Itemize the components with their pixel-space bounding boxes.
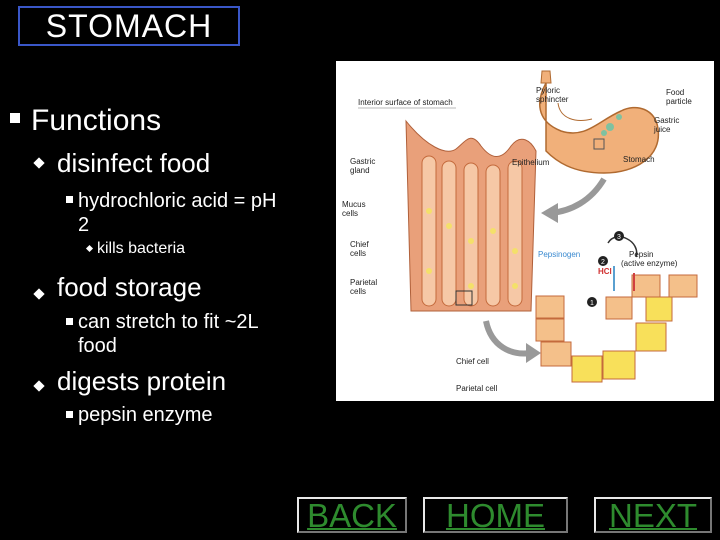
esophagus bbox=[540, 70, 552, 84]
label-food-2: particle bbox=[666, 97, 692, 106]
gland-cells bbox=[426, 208, 518, 289]
bullet-square bbox=[66, 318, 73, 325]
step-3: 3 bbox=[617, 234, 621, 241]
label-interior-surface: Interior surface of stomach bbox=[358, 98, 453, 107]
bullet-diamond bbox=[85, 244, 94, 253]
step-2: 2 bbox=[601, 259, 605, 266]
label-pepsin-2: (active enzyme) bbox=[621, 259, 678, 268]
label-chief-cells-2: cells bbox=[350, 249, 366, 258]
cycle-arrow bbox=[607, 236, 638, 258]
bullet-square bbox=[66, 196, 73, 203]
stretch-text-line2: food bbox=[78, 335, 117, 357]
label-gastric-gland-2: gland bbox=[350, 166, 370, 175]
cell-lining bbox=[535, 274, 698, 383]
zoom-arrow-upper-head bbox=[541, 203, 558, 223]
stomach-diagram: Interior surface of stomach Pyloric sphi… bbox=[336, 61, 714, 401]
stomach-diagram-svg: Interior surface of stomach Pyloric sphi… bbox=[342, 70, 698, 393]
pepsin-enzyme-text: pepsin enzyme bbox=[78, 404, 213, 426]
kills-bacteria-text: kills bacteria bbox=[97, 240, 186, 257]
back-button[interactable]: BACK bbox=[297, 497, 407, 533]
label-mucus-cells-2: cells bbox=[342, 209, 358, 218]
item-disinfect-food: disinfect food bbox=[57, 148, 211, 178]
hcl-text-line1: hydrochloric acid = pH bbox=[78, 190, 277, 212]
label-gastric-gland-1: Gastric bbox=[350, 157, 375, 166]
label-epithelium: Epithelium bbox=[512, 158, 550, 167]
gastric-glands bbox=[421, 155, 523, 307]
label-pepsinogen: Pepsinogen bbox=[538, 250, 580, 259]
food-particle-dot bbox=[616, 114, 622, 120]
stretch-text-line1: can stretch to fit ~2L bbox=[78, 311, 259, 333]
food-particle-dot bbox=[606, 123, 614, 131]
bullet-square bbox=[66, 411, 73, 418]
zoom-arrow-upper bbox=[550, 177, 607, 216]
label-pepsin-1: Pepsin bbox=[629, 250, 653, 259]
label-gastric-juice-2: juice bbox=[653, 125, 671, 134]
label-food-1: Food bbox=[666, 88, 684, 97]
pyloric-fold bbox=[557, 102, 593, 121]
label-parietal-cells-1: Parietal bbox=[350, 278, 377, 287]
bullet-diamond bbox=[33, 288, 45, 300]
zoom-arrow-lower-head bbox=[526, 343, 541, 363]
stomach-outline bbox=[539, 80, 660, 174]
label-pyloric-2: sphincter bbox=[536, 95, 569, 104]
next-button[interactable]: NEXT bbox=[594, 497, 712, 533]
slide-title: STOMACH bbox=[18, 6, 240, 46]
home-button[interactable]: HOME bbox=[423, 497, 568, 533]
zoom-arrow-lower bbox=[483, 320, 532, 357]
label-stomach: Stomach bbox=[623, 155, 655, 164]
label-parietal-cell: Parietal cell bbox=[456, 384, 498, 393]
step-numbers: 3 2 1 bbox=[587, 231, 624, 307]
functions-heading: Functions bbox=[31, 104, 162, 137]
food-particle-dot bbox=[601, 130, 607, 136]
label-parietal-cells-2: cells bbox=[350, 287, 366, 296]
label-chief-cell: Chief cell bbox=[456, 357, 489, 366]
bullet-diamond bbox=[33, 380, 45, 392]
item-food-storage: food storage bbox=[57, 272, 202, 302]
bullet-square bbox=[10, 113, 20, 123]
zoom-box bbox=[593, 138, 605, 150]
label-pyloric-1: Pyloric bbox=[536, 86, 560, 95]
label-hcl: HCl bbox=[598, 267, 612, 276]
bullet-diamond bbox=[33, 157, 45, 169]
cell-zoom-box bbox=[455, 290, 473, 306]
item-digests-protein: digests protein bbox=[57, 366, 227, 396]
label-gastric-juice-1: Gastric bbox=[654, 116, 679, 125]
step-1: 1 bbox=[590, 300, 594, 307]
hcl-text-line2: 2 bbox=[78, 214, 90, 236]
label-chief-cells-1: Chief bbox=[350, 240, 369, 249]
label-mucus-cells-1: Mucus bbox=[342, 200, 366, 209]
